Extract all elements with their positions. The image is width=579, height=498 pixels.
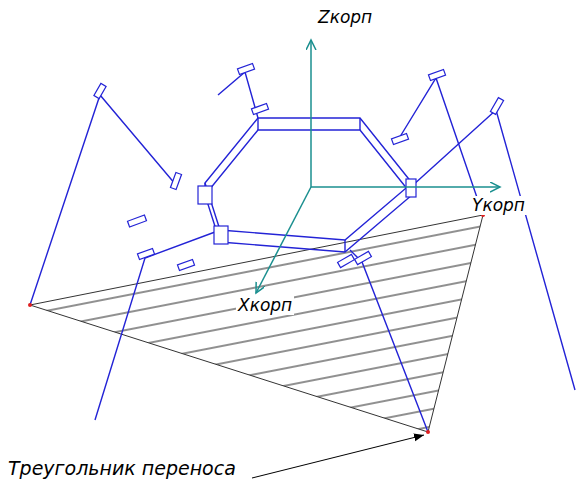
callout-label: Треугольник переноса (6, 458, 238, 479)
legs (30, 72, 575, 432)
body-axes (256, 40, 500, 293)
axis-label: Yкорп (470, 196, 527, 215)
axis-label: Zкорп (316, 8, 374, 27)
body-hexagon (205, 118, 412, 252)
transfer-triangle (30, 215, 483, 432)
leader-line (252, 435, 424, 478)
foot-points (28, 213, 485, 434)
axis-label: Xкорп (236, 296, 294, 315)
joints (94, 63, 504, 270)
